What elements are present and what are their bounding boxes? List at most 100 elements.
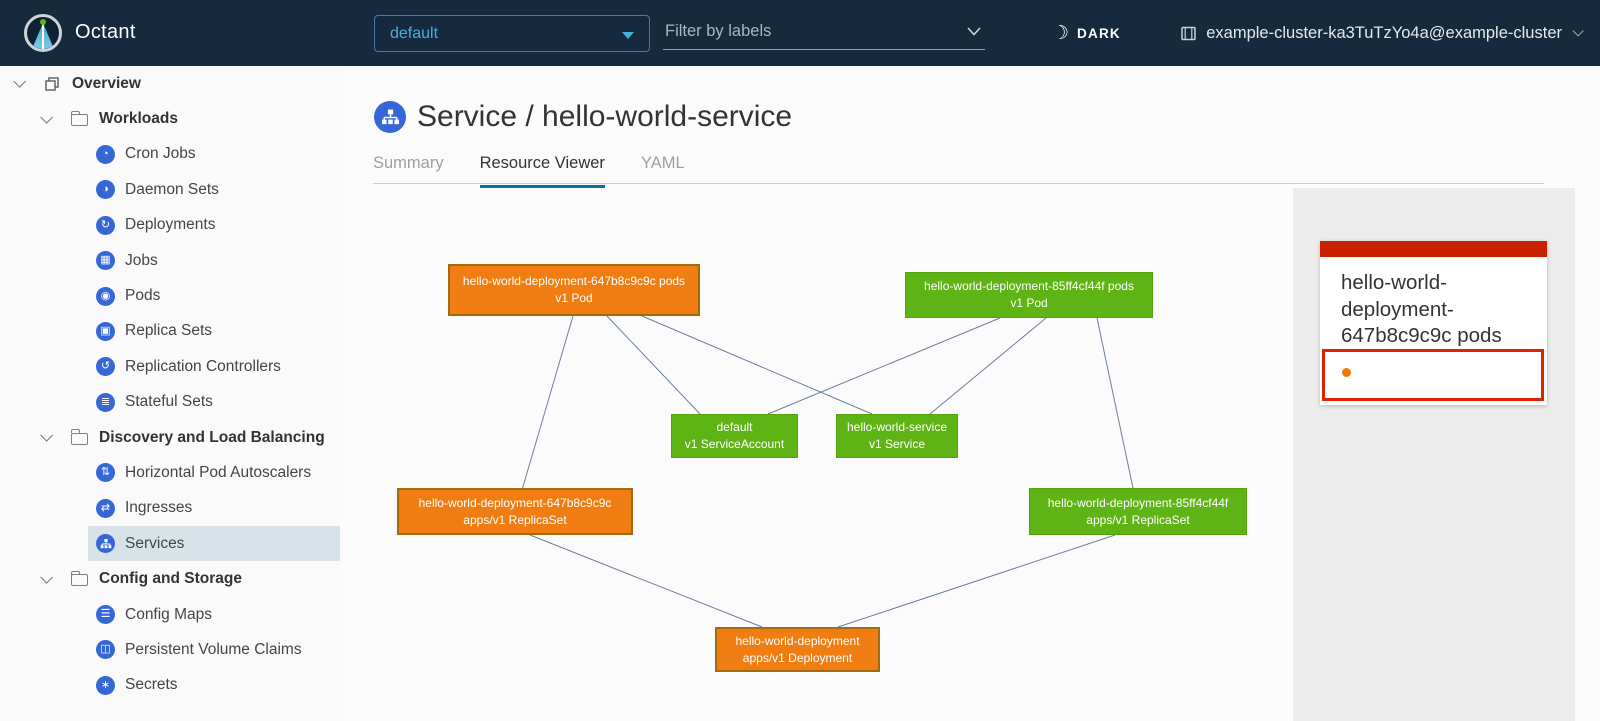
chevron-down-icon: [967, 27, 981, 36]
sidebar-item-label: Secrets: [125, 676, 178, 694]
pod-status-dot[interactable]: [1342, 368, 1351, 377]
app-name: Octant: [75, 21, 136, 43]
pods-icon: ◉: [96, 286, 115, 306]
sidebar-group-label: Discovery and Load Balancing: [99, 428, 325, 446]
sidebar-item-secrets[interactable]: ∗ Secrets: [0, 668, 340, 703]
replica-sets-icon: ▣: [96, 321, 115, 341]
sidebar-item-stateful-sets[interactable]: ≣ Stateful Sets: [0, 385, 340, 420]
sidebar-item-label: Pods: [125, 287, 161, 305]
objects-icon: [45, 77, 59, 91]
page-title: Service / hello-world-service: [417, 100, 793, 133]
cluster-icon: [1181, 26, 1196, 40]
sidebar-item-jobs[interactable]: ▦ Jobs: [0, 243, 340, 278]
sidebar-item-pods[interactable]: ◉ Pods: [0, 278, 340, 313]
namespace-dropdown[interactable]: default: [374, 15, 650, 52]
namespace-dropdown-value: default: [390, 25, 439, 42]
theme-toggle-button[interactable]: ☾ DARK: [1052, 0, 1121, 66]
sidebar-item-label: Services: [125, 534, 185, 552]
node-detail-panel: hello-world-deployment-647b8c9c9c pods: [1293, 188, 1575, 721]
node-kind: apps/v1 Deployment: [742, 650, 853, 665]
service-badge-icon: [374, 101, 406, 133]
sidebar-item-label: Daemon Sets: [125, 180, 219, 198]
graph-node-replicaset-85ff4cf44f[interactable]: hello-world-deployment-85ff4cf44f apps/v…: [1029, 488, 1247, 535]
node-label: hello-world-deployment-85ff4cf44f pods: [924, 279, 1134, 294]
sidebar-item-label: Config Maps: [125, 605, 213, 623]
graph-node-replicaset-647b8c9c9c[interactable]: hello-world-deployment-647b8c9c9c apps/v…: [397, 488, 633, 535]
node-label: default: [716, 420, 753, 435]
sidebar-item-deployments[interactable]: ↻ Deployments: [0, 208, 340, 243]
sidebar-item-label: Replication Controllers: [125, 357, 281, 375]
sidebar-item-horizontal-pod-autoscalers[interactable]: ⇅ Horizontal Pod Autoscalers: [0, 455, 340, 490]
chevron-down-icon[interactable]: [40, 429, 53, 442]
page-title-block: Service / hello-world-service: [374, 100, 792, 134]
cluster-context-menu[interactable]: example-cluster-ka3TuTzYo4a@example-clus…: [1179, 0, 1584, 66]
node-label: hello-world-deployment-647b8c9c9c: [418, 495, 612, 510]
sidebar-item-replica-sets[interactable]: ▣ Replica Sets: [0, 314, 340, 349]
node-kind: v1 ServiceAccount: [684, 437, 785, 451]
cron-jobs-icon: ◔: [96, 144, 115, 164]
graph-edges: [521, 315, 1134, 628]
tab-resource-viewer[interactable]: Resource Viewer: [479, 154, 605, 188]
label-filter-input[interactable]: Filter by labels: [663, 14, 985, 50]
sidebar-group-discovery-load-balancing[interactable]: Discovery and Load Balancing: [0, 420, 340, 455]
sidebar-group-label: Workloads: [99, 110, 178, 128]
graph-node-serviceaccount-default[interactable]: default v1 ServiceAccount: [671, 414, 798, 458]
label-filter-placeholder: Filter by labels: [665, 22, 772, 40]
sidebar-item-overview[interactable]: Overview: [0, 66, 340, 101]
graph-node-service-hello-world[interactable]: hello-world-service v1 Service: [836, 414, 958, 458]
sidebar-item-config-maps[interactable]: ☰ Config Maps: [0, 597, 340, 632]
node-label: hello-world-service: [846, 420, 948, 435]
tab-yaml[interactable]: YAML: [640, 154, 685, 172]
folder-icon: [70, 429, 88, 445]
daemon-sets-icon: ◑: [96, 180, 115, 200]
services-icon: [96, 534, 115, 554]
node-kind: v1 Pod: [1010, 296, 1048, 310]
pvc-icon: ◫: [96, 640, 115, 660]
pod-status-box[interactable]: [1322, 349, 1544, 401]
sidebar-item-persistent-volume-claims[interactable]: ◫ Persistent Volume Claims: [0, 632, 340, 667]
sidebar-item-replication-controllers[interactable]: ↺ Replication Controllers: [0, 349, 340, 384]
folder-icon: [70, 570, 88, 587]
sidebar-item-ingresses[interactable]: ⇄ Ingresses: [0, 491, 340, 526]
sidebar-group-workloads[interactable]: Workloads: [0, 101, 340, 136]
sidebar-group-config-and-storage[interactable]: Config and Storage: [0, 561, 340, 596]
node-kind: apps/v1 ReplicaSet: [463, 512, 567, 527]
sidebar-item-label: Persistent Volume Claims: [125, 640, 302, 658]
octant-logo-icon: [24, 14, 62, 52]
node-kind: v1 Pod: [555, 291, 593, 305]
node-kind: v1 Service: [868, 437, 926, 451]
sidebar-item-cron-jobs[interactable]: ◔ Cron Jobs: [0, 137, 340, 172]
selected-node-card: hello-world-deployment-647b8c9c9c pods: [1320, 241, 1547, 405]
sidebar-item-label: Replica Sets: [125, 322, 213, 340]
deployments-icon: ↻: [96, 215, 115, 235]
panel-right-margin: [1575, 188, 1600, 721]
chevron-down-icon[interactable]: [13, 75, 26, 88]
replication-controllers-icon: ↺: [96, 357, 115, 377]
graph-node-pod-85ff4cf44f[interactable]: hello-world-deployment-85ff4cf44f pods v…: [905, 272, 1153, 318]
sidebar-item-services[interactable]: Services: [0, 526, 340, 562]
cluster-context-label: example-cluster-ka3TuTzYo4a@example-clus…: [1206, 23, 1562, 42]
sidebar-item-label: Ingresses: [125, 499, 193, 517]
node-kind: apps/v1 ReplicaSet: [1086, 512, 1190, 527]
graph-node-deployment-hello-world[interactable]: hello-world-deployment apps/v1 Deploymen…: [715, 627, 880, 672]
resource-viewer-graph[interactable]: hello-world-deployment-647b8c9c9c pods v…: [340, 184, 1600, 721]
sidebar-item-label: Overview: [72, 74, 141, 92]
selected-node-title: hello-world-deployment-647b8c9c9c pods: [1341, 271, 1502, 347]
caret-down-icon: [622, 32, 634, 39]
sidebar-item-daemon-sets[interactable]: ◑ Daemon Sets: [0, 172, 340, 207]
jobs-icon: ▦: [96, 251, 115, 271]
tab-divider: [373, 183, 1544, 184]
folder-icon: [70, 110, 88, 127]
graph-node-pod-647b8c9c9c[interactable]: hello-world-deployment-647b8c9c9c pods v…: [448, 264, 700, 316]
chevron-down-icon[interactable]: [40, 570, 53, 584]
sidebar-item-label: Stateful Sets: [125, 393, 213, 411]
tab-summary[interactable]: Summary: [373, 154, 444, 172]
node-label: hello-world-deployment-647b8c9c9c pods: [462, 274, 686, 289]
chevron-down-icon[interactable]: [40, 110, 53, 124]
config-maps-icon: ☰: [96, 605, 115, 625]
sidebar-item-label: Jobs: [125, 251, 158, 269]
status-bar-red: [1320, 241, 1547, 257]
sidebar-item-label: Horizontal Pod Autoscalers: [125, 463, 312, 481]
sidebar-item-label: Deployments: [125, 216, 216, 234]
